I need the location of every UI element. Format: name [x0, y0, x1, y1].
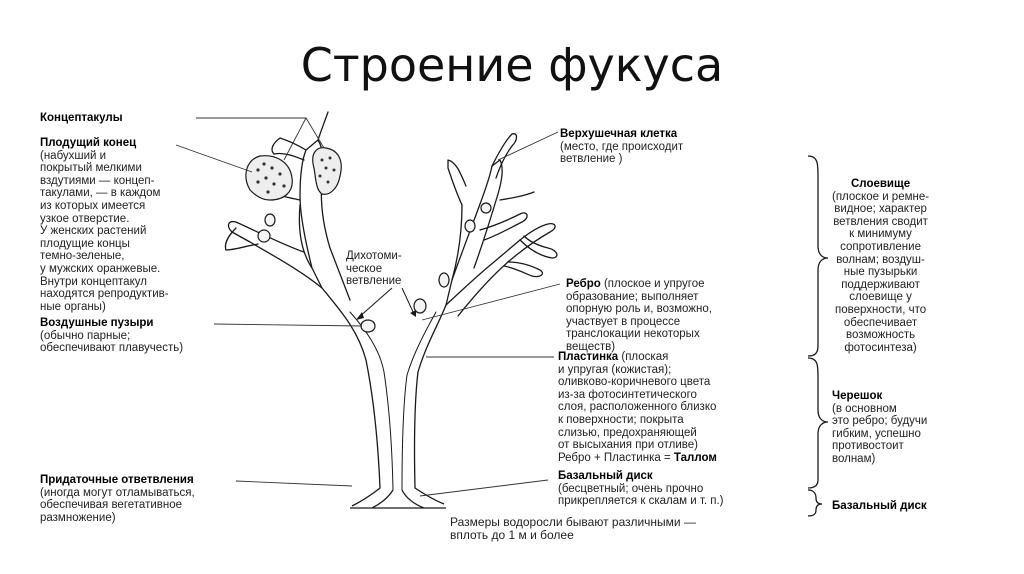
label-thallus-right: Слоевище (плоское и ремне- видное; харак…: [832, 178, 929, 354]
label-lamina-formula: Ребро + Пластинка =: [558, 451, 674, 464]
midrib-line: [349, 311, 437, 491]
label-dichotomous: Дихотоми- ческое ветвление: [346, 250, 402, 288]
receptacle-right: [312, 147, 342, 195]
dichotomy-arrow-left: [357, 287, 393, 319]
right-top-branch: [447, 159, 467, 206]
air-bladder: [438, 272, 450, 288]
leader-basal: [419, 479, 549, 497]
label-stipe-head: Черешок: [832, 390, 883, 402]
label-thallus-body: (плоское и ремне- видное; характер ветвл…: [832, 190, 930, 354]
leader-air-bladders: [213, 323, 363, 327]
label-midrib: Ребро (плоское и упругое образование; вы…: [566, 278, 712, 353]
label-fruiting-end: Плодущий конец (набухший и покрытый мелк…: [40, 137, 169, 313]
right-mid-branch: [479, 212, 528, 241]
page-title: Строение фукуса: [300, 38, 724, 92]
air-bladder: [257, 229, 271, 243]
label-stipe-right: Черешок (в основном это ребро; будучи ги…: [832, 390, 927, 466]
leader-conceptacles-2: [283, 117, 307, 161]
label-accessory-head: Придаточные ответвления: [40, 474, 194, 486]
leader-fruiting-end: [175, 144, 253, 173]
leader-apical: [497, 131, 559, 161]
air-bladder: [464, 219, 476, 233]
label-midrib-head: Ребро: [566, 278, 601, 290]
right-branch: [445, 222, 556, 317]
label-lamina-body: и упругая (кожистая); оливково-коричнево…: [558, 363, 717, 452]
air-bladder: [480, 202, 492, 214]
label-stipe-body: (в основном это ребро; будучи гибким, ус…: [832, 402, 928, 465]
label-apical-body: (место, где происходит ветвление ): [560, 140, 684, 166]
brace-thallus: [807, 155, 829, 357]
brace-stipe: [807, 357, 829, 489]
label-basal-head: Базальный диск: [558, 470, 653, 482]
label-conceptacles: Концептакулы: [40, 112, 123, 124]
stipe-outline: [298, 204, 463, 489]
receptacle-left: [245, 155, 293, 201]
left-upper-branch: [271, 137, 307, 161]
air-bladder: [413, 298, 427, 314]
label-air-bladders: Воздушные пузыри (обычно парные; обеспеч…: [40, 317, 183, 355]
label-apical-head: Верхушечная клетка: [560, 128, 678, 140]
right-upper-branch2: [491, 133, 518, 179]
label-accessory-body: (иногда могут отламываться, обеспечивая …: [40, 486, 195, 524]
leader-midrib: [421, 283, 561, 321]
right-lower-branch: [503, 261, 544, 278]
label-apical-cell: Верхушечная клетка (место, где происходи…: [560, 128, 683, 166]
label-lamina: Пластинка (плоская и упругая (кожистая);…: [558, 351, 717, 464]
label-air-bladders-body: (обычно парные; обеспечивают плавучесть): [40, 329, 184, 355]
right-branch3: [519, 235, 558, 259]
left-upper-branch2: [317, 111, 329, 141]
label-lamina-head: Пластинка: [558, 351, 619, 363]
holdfast: [350, 487, 446, 509]
label-air-bladders-head: Воздушные пузыри: [40, 317, 154, 329]
label-basal-right: Базальный диск: [832, 500, 927, 512]
label-fruiting-end-body: (набухший и покрытый мелкими вздутиями —…: [40, 149, 169, 313]
label-size-note: Размеры водоросли бывают различными — вп…: [450, 515, 696, 542]
label-basal-disc: Базальный диск (бесцветный; очень прочно…: [558, 470, 723, 508]
label-midrib-body: образование; выполняет опорную роль и, в…: [566, 290, 712, 353]
left-branch-lower: [224, 227, 259, 251]
label-basal-body: (бесцветный; очень прочно прикрепляется …: [558, 482, 724, 508]
air-bladder: [264, 213, 276, 227]
label-accessory-branches: Придаточные ответвления (иногда могут от…: [40, 474, 195, 524]
label-fruiting-end-head: Плодущий конец: [40, 137, 137, 149]
dichotomy-arrow-right: [401, 287, 415, 315]
right-side-branch: [499, 191, 535, 201]
brace-basal: [807, 489, 823, 517]
leader-accessory: [235, 480, 353, 487]
air-bladder: [360, 319, 376, 333]
leader-conceptacles: [196, 117, 325, 149]
label-thallus-head: Слоевище: [850, 178, 911, 190]
